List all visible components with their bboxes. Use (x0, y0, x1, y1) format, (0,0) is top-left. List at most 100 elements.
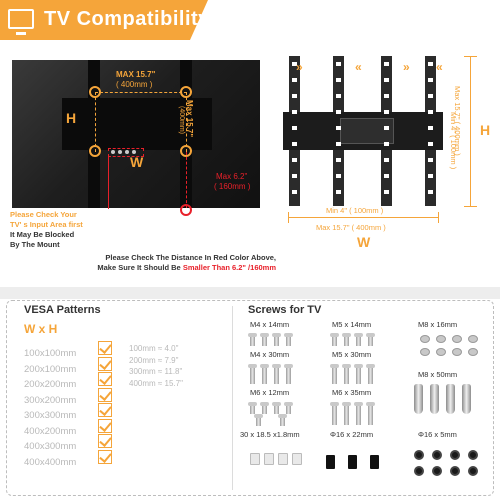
mount-width-tick-left (288, 212, 289, 223)
tv-icon (8, 9, 34, 35)
bracket-slot (292, 158, 297, 162)
vesa-pattern-label: 200x100mm (24, 363, 77, 375)
input-port-icon (132, 150, 136, 154)
input-note-pointer (108, 157, 109, 209)
bolt-icon (420, 335, 430, 343)
height-dim-line-right (186, 92, 187, 152)
vesa-pattern-label: 400x200mm (24, 425, 77, 437)
screw-icon (260, 364, 269, 384)
screw-icon (354, 402, 363, 425)
input-port-icon (111, 150, 115, 154)
spacer-icon (370, 455, 379, 469)
vesa-pattern-label: 300x300mm (24, 410, 77, 421)
arrows-right-icon: « (436, 60, 443, 74)
long-bolt-icon (446, 384, 455, 414)
screw-label: 30 x 18.5 x1.8mm (240, 430, 300, 439)
bracket-slot (384, 190, 389, 194)
bracket-slot (292, 190, 297, 194)
bracket-slot (428, 110, 433, 114)
title-banner (0, 0, 190, 40)
distance-note-line-2: Make Sure It Should Be Smaller Than 6.2"… (58, 263, 276, 272)
distance-line (186, 152, 187, 208)
bracket-slot (336, 126, 341, 130)
bracket-slot (292, 78, 297, 82)
bracket-slot (384, 78, 389, 82)
vesa-conversion-line: 200mm ≈ 7.9" (129, 355, 179, 365)
bracket-slot (336, 174, 341, 178)
input-note-line-1: Please Check Your (10, 210, 77, 219)
checkbox-checked-icon (98, 387, 112, 402)
screw-icon (330, 364, 339, 384)
arrows-right-icon: « (355, 60, 362, 74)
checkbox-checked-icon (98, 356, 112, 371)
screw-label: Φ16 x 22mm (330, 430, 374, 439)
screw-label: M4 x 14mm (250, 320, 290, 329)
vesa-pattern-row: 200x100mm (24, 356, 134, 375)
arrows-left-icon: » (403, 60, 410, 74)
cap-icon (250, 453, 260, 465)
vesa-pattern-label: 100x100mm (24, 348, 77, 359)
mount-width-dim (288, 217, 438, 218)
checkbox-checked-icon (98, 372, 112, 386)
bolt-icon (468, 335, 478, 343)
washer-icon (414, 450, 424, 460)
tv-distance-mm: ( 160mm ) (214, 182, 251, 191)
bracket-slot (292, 62, 297, 66)
bracket-slot (428, 62, 433, 66)
screw-icon (278, 414, 287, 426)
distance-note-line-1: Please Check The Distance In Red Color A… (105, 253, 276, 262)
vesa-pattern-row: 300x200mm (24, 387, 134, 406)
washer-icon (468, 450, 478, 460)
bracket-slot (336, 62, 341, 66)
arrows-left-icon: » (296, 60, 303, 74)
bracket-slot (292, 142, 297, 146)
screw-icon (342, 402, 351, 425)
mount-width-max: Max 15.7" ( 400mm ) (316, 223, 386, 232)
vesa-pattern-label: 200x200mm (24, 379, 77, 390)
hardware-panel-separator (232, 306, 233, 490)
screw-icon (260, 333, 269, 346)
bracket-slot (336, 158, 341, 162)
screw-icon (330, 333, 339, 346)
vesa-pattern-row: 100x100mm (24, 341, 134, 359)
washer-icon (432, 466, 442, 476)
screw-icon (248, 402, 257, 414)
screw-icon (366, 402, 375, 425)
screw-icon (272, 402, 281, 414)
vesa-conversion-line: 400mm ≈ 15.7" (129, 378, 183, 388)
bracket-slot (428, 174, 433, 178)
screw-label: M6 x 35mm (332, 388, 372, 397)
bracket-center-block (340, 118, 394, 144)
tv-max-height-mm: (400mm) (178, 106, 185, 135)
input-note-line-4: By The Mount (10, 240, 60, 249)
mount-h-label: H (480, 122, 491, 138)
screw-icon (272, 364, 281, 384)
mount-width-min: Min 4" ( 100mm ) (326, 206, 384, 215)
mount-height-tick-bottom (464, 206, 477, 207)
screw-icon (366, 364, 375, 384)
bracket-slot (428, 190, 433, 194)
screw-icon (254, 414, 263, 426)
checkbox-checked-icon (98, 418, 112, 433)
checkbox-checked-icon (98, 403, 112, 417)
distance-end-marker (180, 204, 192, 216)
tv-w-label: W (130, 154, 144, 170)
vesa-pattern-row: 400x300mm (24, 434, 134, 452)
screw-label: M5 x 14mm (332, 320, 372, 329)
bracket-slot (384, 110, 389, 114)
tv-h-label: H (66, 110, 77, 126)
bracket-slot (384, 158, 389, 162)
bracket-slot (292, 174, 297, 178)
screw-icon (248, 364, 257, 384)
input-note-line-3: It May Be Blocked (10, 230, 75, 239)
bolt-icon (436, 335, 446, 343)
screw-icon (260, 402, 269, 414)
vesa-pattern-row: 400x400mm (24, 449, 134, 468)
bracket-slot (384, 62, 389, 66)
washer-icon (468, 466, 478, 476)
bracket-slot (384, 126, 389, 130)
cap-icon (264, 453, 274, 465)
screw-icon (330, 402, 339, 425)
mount-width-tick-right (438, 212, 439, 223)
vesa-pattern-label: 400x400mm (24, 456, 77, 468)
